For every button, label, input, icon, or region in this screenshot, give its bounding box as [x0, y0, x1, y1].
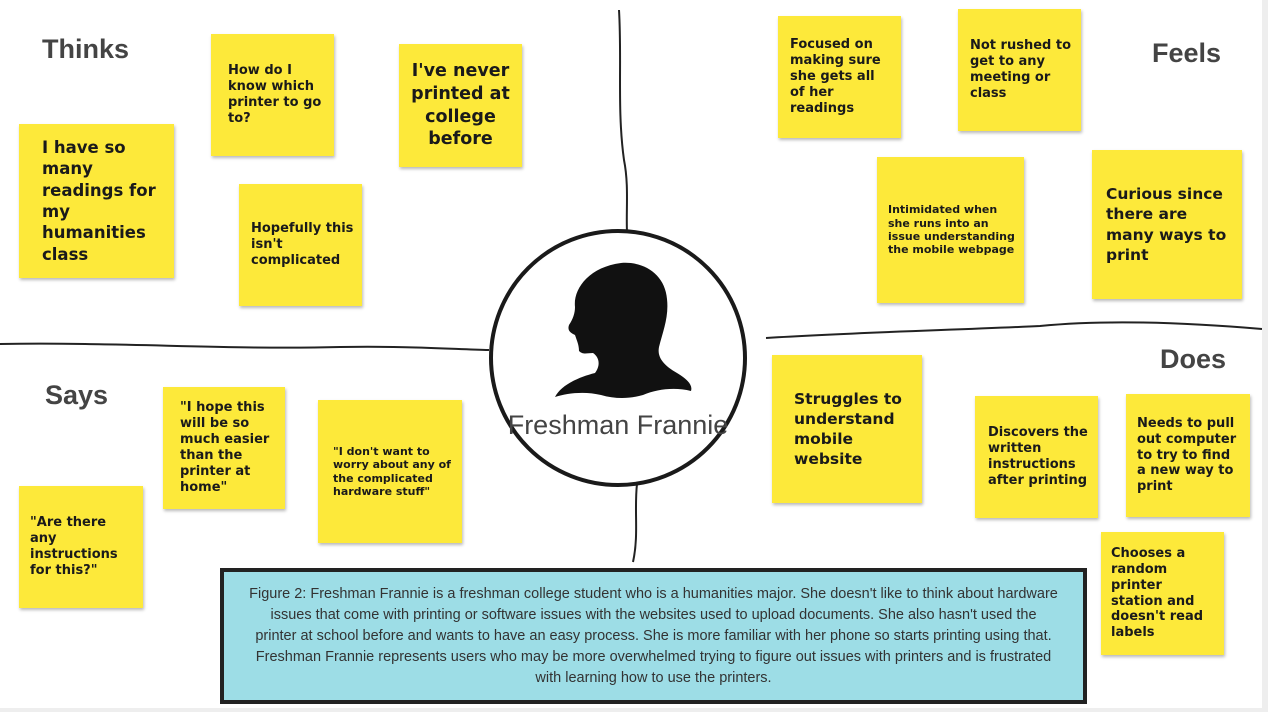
woman-silhouette-icon	[555, 262, 692, 398]
sticky-note-feels[interactable]: Not rushed to get to any meeting or clas…	[958, 9, 1081, 131]
divider-left-horizontal	[0, 342, 490, 351]
sticky-note-text: "I don't want to worry about any of the …	[333, 444, 451, 498]
sticky-note-text: I have so many readings for my humanitie…	[42, 137, 156, 264]
sticky-note-does[interactable]: Struggles to understand mobile website	[772, 355, 922, 503]
quadrant-label-says: Says	[45, 380, 109, 410]
sticky-note-text: Hopefully this isn't complicated	[251, 221, 354, 268]
sticky-note-does[interactable]: Needs to pull out computer to try to fin…	[1126, 394, 1250, 517]
sticky-note-says[interactable]: "I hope this will be so much easier than…	[163, 387, 285, 509]
sticky-note-text: Curious since there are many ways to pri…	[1106, 185, 1227, 264]
figure-caption-text: Figure 2: Freshman Frannie is a freshman…	[249, 585, 1058, 686]
divider-top-vertical	[618, 9, 628, 233]
sticky-note-text: Not rushed to get to any meeting or clas…	[970, 38, 1072, 101]
persona-name: Freshman Frannie	[507, 410, 729, 440]
sticky-note-thinks[interactable]: I have so many readings for my humanitie…	[19, 124, 174, 278]
sticky-note-text: Focused on making sure she gets all of h…	[790, 37, 881, 116]
canvas-bottom-edge	[0, 708, 1268, 712]
quadrant-label-thinks: Thinks	[42, 34, 130, 64]
sticky-note-text: Chooses a random printer station and doe…	[1111, 545, 1204, 641]
sticky-note-text: I've never printed at college before	[411, 61, 510, 150]
sticky-note-says[interactable]: "I don't want to worry about any of the …	[318, 400, 462, 543]
persona-circle: Freshman Frannie	[489, 229, 747, 487]
quadrant-label-feels: Feels	[1152, 38, 1222, 68]
sticky-note-text: "I hope this will be so much easier than…	[180, 400, 270, 495]
sticky-note-thinks[interactable]: Hopefully this isn't complicated	[239, 184, 362, 306]
sticky-note-text: Needs to pull out computer to try to fin…	[1137, 415, 1237, 495]
sticky-note-thinks[interactable]: I've never printed at college before	[399, 44, 522, 167]
sticky-note-text: Intimidated when she runs into an issue …	[888, 203, 1015, 257]
sticky-note-feels[interactable]: Curious since there are many ways to pri…	[1092, 150, 1242, 299]
figure-caption-box: Figure 2: Freshman Frannie is a freshman…	[220, 568, 1087, 704]
sticky-note-text: "Are there any instructions for this?"	[30, 515, 118, 578]
divider-right-horizontal	[765, 321, 1263, 339]
sticky-note-text: Discovers the written instructions after…	[988, 425, 1088, 488]
sticky-note-text: How do I know which printer to go to?	[228, 63, 322, 126]
sticky-note-thinks[interactable]: How do I know which printer to go to?	[211, 34, 334, 156]
sticky-note-feels[interactable]: Focused on making sure she gets all of h…	[778, 16, 901, 138]
sticky-note-does[interactable]: Discovers the written instructions after…	[975, 396, 1098, 518]
sticky-note-says[interactable]: "Are there any instructions for this?"	[19, 486, 143, 608]
sticky-note-feels[interactable]: Intimidated when she runs into an issue …	[877, 157, 1024, 303]
canvas-right-edge	[1262, 0, 1268, 712]
sticky-note-text: Struggles to understand mobile website	[794, 389, 902, 469]
sticky-note-does[interactable]: Chooses a random printer station and doe…	[1101, 532, 1224, 655]
divider-bottom-vertical	[632, 483, 638, 563]
quadrant-label-does: Does	[1160, 344, 1227, 374]
